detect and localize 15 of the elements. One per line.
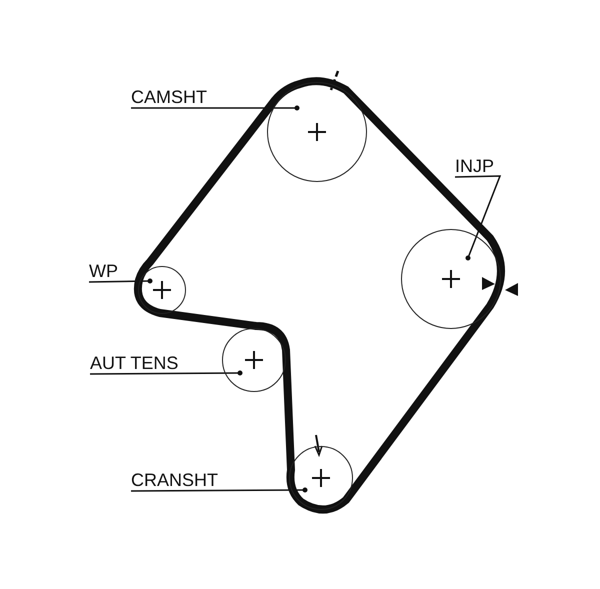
leader-line [454, 175, 502, 260]
leader-line [88, 278, 152, 284]
pulley [401, 229, 501, 329]
pulley [289, 446, 353, 510]
pulley [138, 266, 186, 314]
part-label: WP [89, 261, 118, 281]
part-label: AUT TENS [90, 353, 178, 373]
leader-line [131, 106, 300, 110]
pulley [267, 82, 367, 182]
part-label: CAMSHT [131, 87, 207, 107]
leader-line [131, 488, 308, 492]
part-label: INJP [455, 156, 494, 176]
leader-line [90, 370, 242, 376]
pulley [222, 328, 286, 392]
part-label: CRANSHT [131, 470, 218, 490]
